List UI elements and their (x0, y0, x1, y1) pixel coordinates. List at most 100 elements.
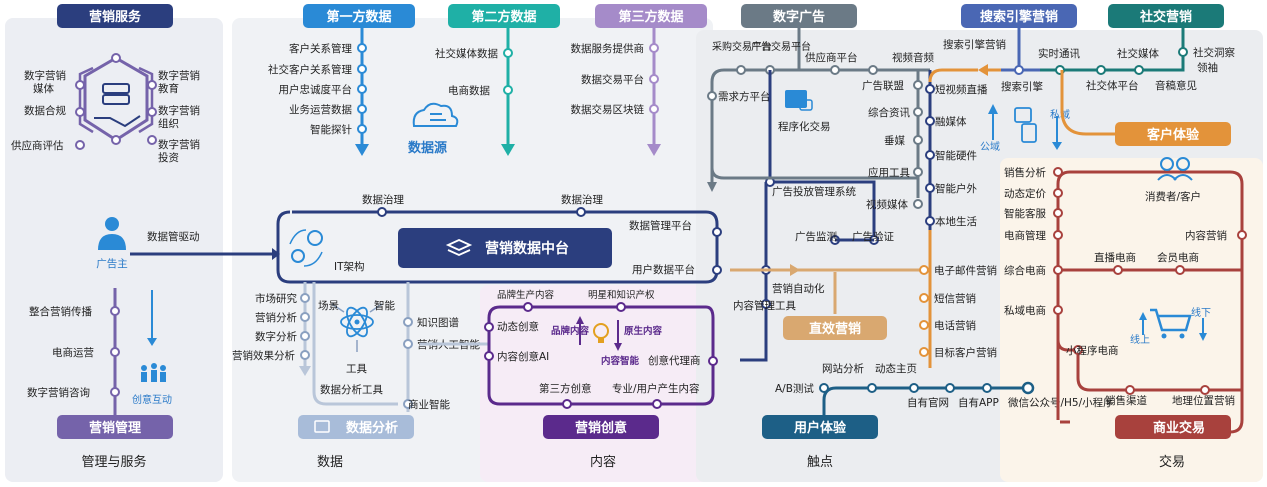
panel-content (480, 285, 725, 482)
creative-pro: 专业/用户产生内容 (612, 382, 700, 395)
search-leader: 领袖 (1197, 61, 1218, 74)
service-right-4: 组织 (158, 117, 179, 130)
creative-native: 原生内容 (624, 325, 663, 337)
cart-icon (1150, 308, 1192, 339)
it-architecture-label: IT架构 (334, 260, 365, 273)
first-party-title: 第一方数据 (326, 9, 391, 25)
touch-web: 网站分析 (822, 362, 864, 375)
first-party-stops (357, 43, 367, 134)
service-left-4: 供应商评估 (11, 139, 64, 152)
ads-top-line (710, 68, 930, 186)
trade-header (1115, 415, 1231, 439)
analysis-kg: 知识图谱 (417, 316, 459, 329)
touch-wechat: 微信公众号/H5/小程序 (1008, 396, 1114, 409)
column-touch-label: 触点 (807, 455, 833, 470)
consumer-icon (1157, 157, 1193, 181)
trade-geo: 地理位置营销 (1172, 394, 1235, 407)
trade-member: 会员电商 (1157, 251, 1199, 264)
direct-automation: 营销自动化 (772, 282, 825, 295)
third-party-item-2: 数据交易平台 (581, 73, 644, 86)
ads-verify: 广告验证 (852, 230, 894, 243)
third-party-header (595, 4, 707, 28)
trade-title: 商业交易 (1153, 420, 1205, 436)
second-party-item-1: 社交媒体数据 (435, 47, 498, 60)
search-social-platform: 社交体平台 (1086, 79, 1139, 92)
middle-platform-box (398, 228, 612, 268)
creative-loop (487, 305, 715, 406)
second-party-header (448, 4, 560, 28)
ads-alliance: 广告联盟 (862, 79, 904, 92)
customer-content-mkt: 内容营销 (1185, 229, 1227, 242)
social-marketing-header (1108, 4, 1224, 28)
platform-cdp: 用户数据平台 (632, 263, 695, 276)
trade-left-6: 私域电商 (1004, 304, 1046, 317)
first-party-item-2: 社交客户关系管理 (268, 63, 352, 76)
direct-sms: 短信营销 (934, 292, 976, 305)
atom-links (331, 303, 383, 352)
third-party-item-1: 数据服务提供商 (571, 42, 645, 55)
direct-arrow (790, 264, 800, 276)
creative-brand-content: 品牌内容 (551, 325, 590, 337)
customer-consumer: 消费者/客户 (1145, 190, 1201, 203)
touch-ab: A/B测试 (775, 382, 814, 395)
customer-experience-header (1115, 122, 1231, 146)
search-index: 搜索引擎 (1001, 80, 1043, 93)
social-marketing-title: 社交营销 (1139, 9, 1192, 25)
analysis-tools: 数据分析工具 (320, 383, 383, 396)
column-data-label: 数据 (317, 455, 343, 470)
advertiser-icon (98, 217, 126, 250)
search-insight: 社交洞察 (1193, 46, 1235, 59)
trade-live: 直播电商 (1094, 251, 1136, 264)
direct-marketing-title: 直效营销 (809, 321, 861, 337)
touch-own: 自有官网 (907, 396, 949, 409)
analysis-scene: 场景 (318, 299, 339, 312)
trade-left-5: 综合电商 (1004, 264, 1046, 277)
devices-icon (1014, 107, 1037, 143)
private-domain-label: 私域 (1050, 108, 1070, 121)
media-5: 本地生活 (935, 215, 977, 228)
ads-dsp: 需求方平台 (718, 90, 771, 103)
search-marketing-title: 搜索引擎营销 (980, 9, 1058, 25)
direct-abm: 目标客户营销 (934, 346, 997, 359)
search-marketing-header (961, 4, 1077, 28)
search-voice: 音稿意见 (1155, 79, 1197, 92)
trade-mini: 小程序电商 (1066, 344, 1119, 357)
advertiser-arrow (272, 248, 280, 260)
creative-third: 第三方创意 (539, 382, 592, 395)
search-realtime: 实时通讯 (1038, 47, 1080, 60)
first-party-item-5: 智能探针 (310, 123, 352, 136)
analysis-left-4: 营销效果分析 (232, 349, 295, 362)
user-experience-header (762, 415, 878, 439)
creative-interaction-label: 创意互动 (132, 393, 172, 406)
middle-platform-loop (276, 210, 719, 284)
image-icon (314, 420, 330, 433)
creative-ai: 内容创意AI (497, 350, 549, 363)
direct-line (928, 68, 978, 368)
advertiser-drive-label: 数据管驱动 (147, 230, 200, 243)
analysis-left-2: 营销分析 (255, 311, 297, 324)
mgmt-item-2: 电商运营 (52, 346, 94, 359)
customer-arrow (978, 64, 988, 76)
trade-offline: 线下 (1191, 306, 1211, 319)
panel-trade (1000, 158, 1263, 482)
atom-icon (340, 306, 374, 338)
trade-left-4: 电商管理 (1004, 229, 1046, 242)
layers-icon (445, 239, 473, 256)
middle-platform-title: 营销数据中台 (485, 240, 569, 257)
second-party-title: 第二方数据 (471, 9, 536, 25)
trade-online: 线上 (1130, 333, 1150, 346)
public-domain-label: 公域 (980, 140, 1000, 153)
analysis-left-3: 数字分析 (255, 330, 297, 343)
governance-2: 数据治理 (561, 193, 603, 206)
creative-brand: 品牌生产内容 (497, 289, 555, 301)
ads-adx: 广告交易平台 (751, 40, 811, 53)
service-left-3: 数据合规 (24, 104, 66, 117)
service-right-2: 教育 (158, 82, 179, 95)
creative-star: 明星和知识产权 (588, 289, 655, 301)
service-left-2: 媒体 (33, 82, 54, 95)
analysis-tool: 工具 (346, 363, 367, 375)
creative-dyn: 动态创意 (497, 320, 539, 333)
ads-purchase: 采购交易平台 (712, 40, 772, 53)
service-right-3: 数字营销 (158, 104, 200, 117)
marketing-service-title: 营销服务 (89, 9, 142, 25)
